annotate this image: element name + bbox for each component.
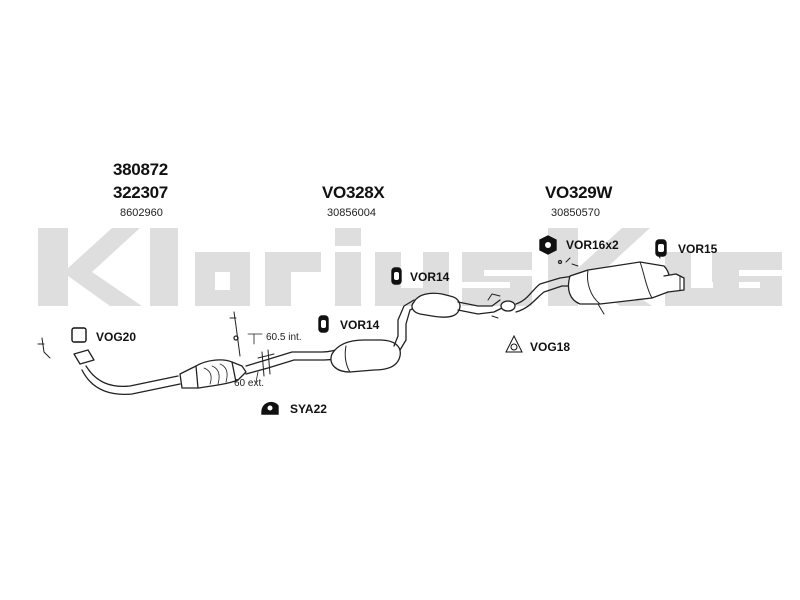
- tail-pipe: [663, 273, 685, 293]
- front-part-number-1: 380872: [113, 160, 168, 179]
- center-part-number: VO328X: [322, 183, 385, 202]
- internal-diameter-label: 60.5 int.: [266, 332, 302, 343]
- rear-silencer: [567, 261, 671, 305]
- external-diameter-label: 60 ext.: [234, 378, 265, 389]
- vog18-label: VOG18: [530, 340, 571, 354]
- vor14-lower-label: VOR14: [340, 318, 380, 332]
- rear-pipe: [515, 275, 575, 313]
- vor14-upper-label: VOR14: [410, 270, 450, 284]
- center-silencer: [330, 339, 401, 373]
- center-reference-number: 30856004: [327, 207, 376, 219]
- vog20-label: VOG20: [96, 330, 137, 344]
- front-flange: [73, 349, 95, 365]
- front-part-number-2: 322307: [113, 183, 168, 202]
- front-down-pipe: [81, 365, 181, 396]
- intermediate-pipe: [245, 347, 345, 375]
- front-reference-number: 8602960: [120, 207, 163, 219]
- connecting-pipe: [457, 299, 503, 315]
- sya22-label: SYA22: [290, 402, 327, 416]
- rear-reference-number: 30850570: [551, 207, 600, 219]
- vog20-gasket-icon: [71, 327, 87, 343]
- rear-part-number: VO329W: [545, 183, 613, 202]
- pre-silencer: [411, 292, 461, 318]
- vor15-label: VOR15: [678, 242, 718, 256]
- vor16-label: VOR16x2: [566, 238, 619, 252]
- vog18-gasket-icon: [505, 334, 523, 353]
